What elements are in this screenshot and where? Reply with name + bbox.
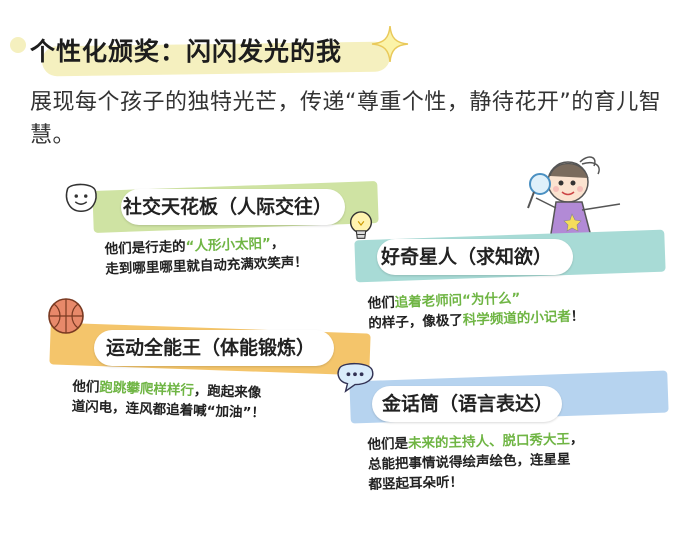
desc-highlight: “为什么” [461,290,521,309]
desc-text: 他们是 [367,435,409,453]
award-desc-sports: 他们跑跳攀爬样样行，跑起来像 道闪电，连风都追着喊“加油”！ [71,377,266,424]
smiley-face-icon [65,183,97,213]
speech-bubble-icon [337,362,374,393]
desc-highlight: 科学频道的小记者 [462,308,572,329]
desc-text: 他们 [367,294,395,312]
desc-text: 走到哪里哪里就自动充满欢笑声！ [105,254,309,278]
desc-text: ！ [570,308,585,325]
desc-text: 他们是行走的 [104,238,186,258]
award-label-pill [121,189,345,225]
desc-text: 都竖起耳朵听！ [368,474,464,493]
desc-text: ， [270,235,285,252]
award-desc-speech: 他们是未来的主持人、脱口秀大王， 总能把事情说得绘声绘色，连星星 都竖起耳朵听！ [367,429,584,495]
award-label: 好奇星人（求知欲） [381,246,553,268]
award-desc-social: 他们是行走的“人形小太阳”， 走到哪里哪里就自动充满欢笑声！ [104,232,308,279]
desc-text: 总能把事情说得绘声绘色，连星星 [367,451,571,473]
desc-highlight: “人形小太阳” [185,235,272,255]
page-subtitle: 展现每个孩子的独特光芒，传递“尊重个性，静待花开”的育儿智慧。 [30,90,662,148]
award-label: 金话筒（语言表达） [382,393,554,415]
award-label-pill [372,386,562,422]
lightbulb-icon [349,211,373,239]
award-label-pill [94,330,334,366]
award-label: 运动全能王（体能锻炼） [106,337,316,359]
title-block: 个性化颁奖：闪闪发光的我 [9,32,391,77]
desc-highlight: 未来的主持人、脱口秀大王 [407,431,571,452]
desc-text: 他们 [72,378,100,396]
desc-text: ， [569,431,584,448]
sparkle-icon [371,25,409,63]
page-title: 个性化颁奖：闪闪发光的我 [9,32,342,68]
desc-text: ，跑起来像 [193,382,262,402]
desc-text: 的样子，像极了 [368,312,464,332]
girl-doodle-icon [527,156,621,241]
award-desc-curious: 他们追着老师问“为什么” 的样子，像极了科学频道的小记者！ [367,286,584,334]
award-label-pill [377,239,573,275]
desc-text: 道闪电，连风都追着喊“加油”！ [71,398,266,422]
desc-highlight: 追着老师问 [394,292,463,311]
desc-highlight: 跑跳攀爬样样行 [99,379,195,399]
desc-line: 都竖起耳朵听！ [368,469,584,495]
award-label: 社交天花板（人际交往） [123,196,333,218]
basketball-icon [48,298,84,334]
